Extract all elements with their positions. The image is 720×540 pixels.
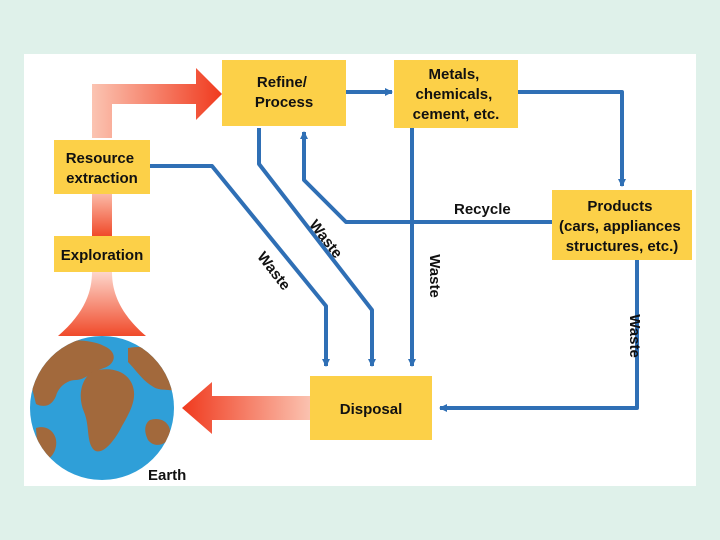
extraction-to-refine-arrow bbox=[92, 68, 222, 138]
material-flow-arrows bbox=[148, 88, 639, 412]
resource-flow-arrows bbox=[58, 68, 312, 434]
waste-label-refine: Waste bbox=[305, 217, 345, 262]
refine-to-disposal-waste-arrow bbox=[257, 128, 376, 367]
waste-label-products: Waste bbox=[626, 314, 643, 358]
funnel-to-exploration bbox=[58, 272, 146, 336]
exploration-to-extraction-band bbox=[92, 194, 112, 236]
box-exploration: Exploration bbox=[54, 236, 150, 272]
waste-label-extraction: Waste bbox=[253, 249, 293, 294]
disposal-to-earth-arrow bbox=[182, 382, 312, 434]
metals-label: Metals, chemicals, cement, etc. bbox=[413, 66, 500, 123]
disposal-label: Disposal bbox=[340, 401, 403, 418]
recycle-arrow bbox=[300, 131, 552, 224]
exploration-label: Exploration bbox=[61, 247, 144, 264]
refine-label: Refine/ Process bbox=[255, 74, 313, 111]
box-products: Products (cars, appliances structures, e… bbox=[552, 190, 692, 260]
resource-extraction-label: Resource extraction bbox=[66, 150, 139, 187]
metals-to-products-arrow bbox=[518, 90, 626, 187]
box-metals: Metals, chemicals, cement, etc. bbox=[394, 60, 518, 128]
box-refine-process: Refine/ Process bbox=[222, 60, 346, 126]
products-label: Products (cars, appliances structures, e… bbox=[559, 198, 685, 255]
products-to-disposal-waste-arrow bbox=[439, 260, 639, 412]
waste-label-metals: Waste bbox=[426, 254, 443, 298]
earth-label: Earth bbox=[148, 467, 186, 484]
earth-globe-icon bbox=[30, 336, 174, 480]
box-disposal: Disposal bbox=[310, 376, 432, 440]
recycle-label: Recycle bbox=[454, 201, 511, 218]
box-resource-extraction: Resource extraction bbox=[54, 140, 150, 194]
extraction-to-disposal-waste-arrow bbox=[148, 164, 330, 367]
